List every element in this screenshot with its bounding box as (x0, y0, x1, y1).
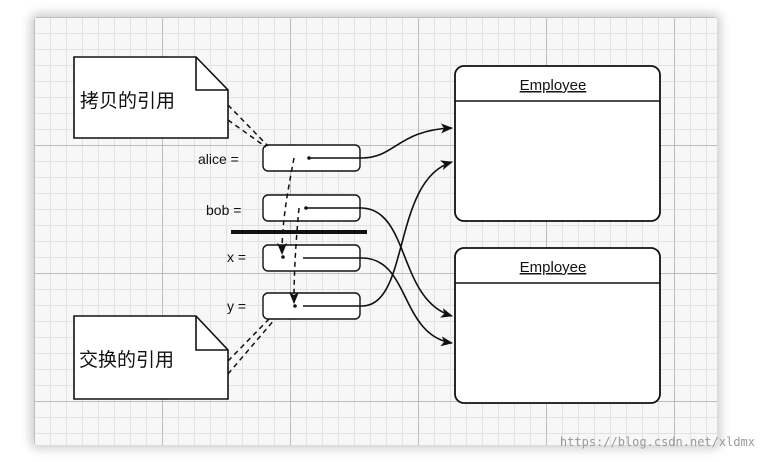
watermark: https://blog.csdn.net/xldmx (560, 435, 755, 449)
reference-origin-dots (281, 156, 311, 308)
employee-object-2-title: Employee (520, 259, 587, 276)
employee-object-1-title: Employee (520, 77, 587, 94)
variable-label-x: x = (227, 249, 246, 265)
separator-bar (231, 230, 367, 234)
reference-arrows (303, 123, 453, 347)
variable-label-y: y = (227, 298, 246, 314)
note-swap-refs-text: 交换的引用 (79, 349, 174, 371)
note-copy-refs: 拷贝的引用 (73, 56, 229, 139)
note-leader-lines (227, 104, 276, 375)
employee-object-2: Employee (454, 247, 661, 404)
variable-label-bob: bob = (206, 202, 241, 218)
note-swap-refs: 交换的引用 (73, 315, 229, 400)
employee-object-1: Employee (454, 65, 661, 222)
copy-reference-arrows (277, 157, 300, 304)
variable-label-alice: alice = (198, 151, 239, 167)
note-copy-refs-text: 拷贝的引用 (80, 90, 175, 112)
